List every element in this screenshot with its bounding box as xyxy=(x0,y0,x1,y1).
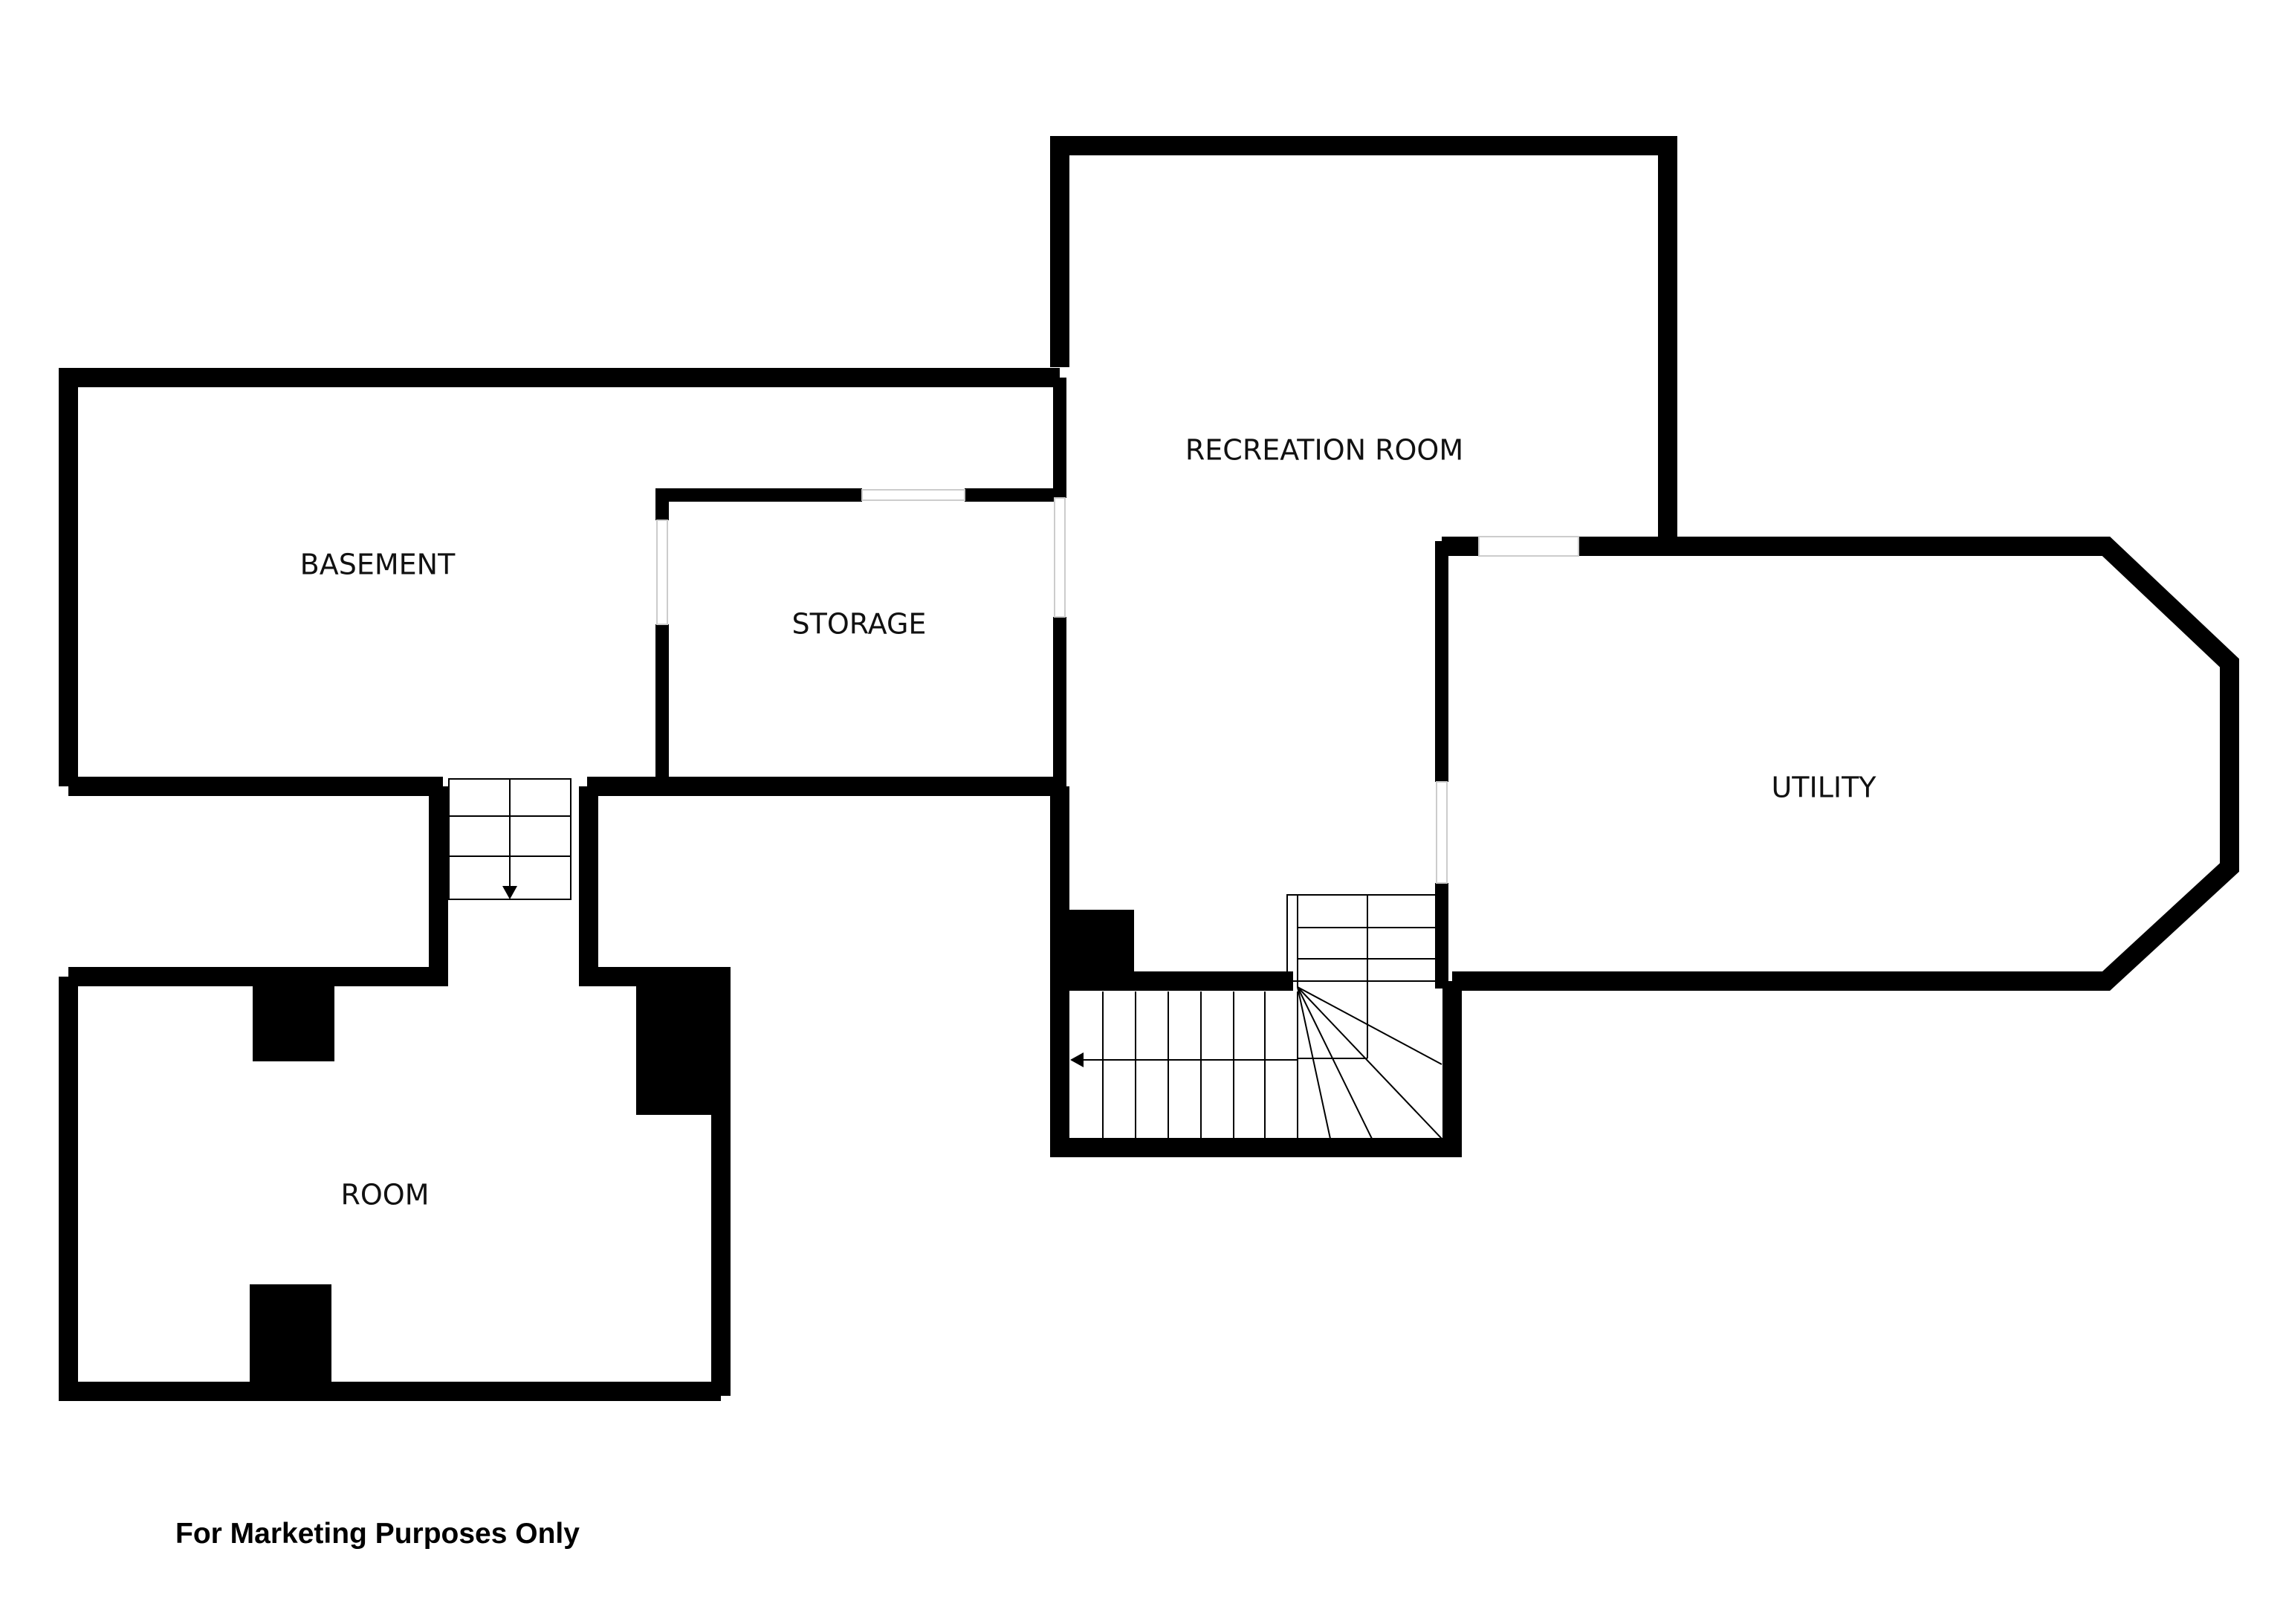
marketing-disclaimer: For Marketing Purposes Only xyxy=(175,1518,580,1550)
room-label: ROOM xyxy=(340,1179,429,1211)
basement-walls xyxy=(59,368,1060,796)
recreation-stairs xyxy=(1286,894,1442,1059)
stairs-left-arrow-icon xyxy=(1070,1052,1084,1067)
straight-steps xyxy=(1073,991,1298,1139)
stairs-down-arrow-icon xyxy=(502,886,517,899)
recreation-room-column xyxy=(1060,910,1134,980)
basement-label: BASEMENT xyxy=(300,549,456,581)
corridor-stairs xyxy=(448,778,571,900)
corridor-walls xyxy=(68,786,731,1396)
utility-windows xyxy=(1436,536,1579,884)
recreation-room-label: RECREATION ROOM xyxy=(1185,434,1463,467)
storage-walls xyxy=(655,488,1060,791)
room-walls xyxy=(59,977,721,1401)
recreation-room-window xyxy=(1054,497,1066,618)
utility-walls xyxy=(1442,537,2239,991)
winder-steps xyxy=(1297,986,1442,1139)
storage-label: STORAGE xyxy=(792,608,927,641)
storage-windows xyxy=(656,489,965,625)
recreation-room-walls xyxy=(1050,136,1677,1157)
room-columns xyxy=(250,977,721,1400)
utility-label: UTILITY xyxy=(1771,771,1876,804)
